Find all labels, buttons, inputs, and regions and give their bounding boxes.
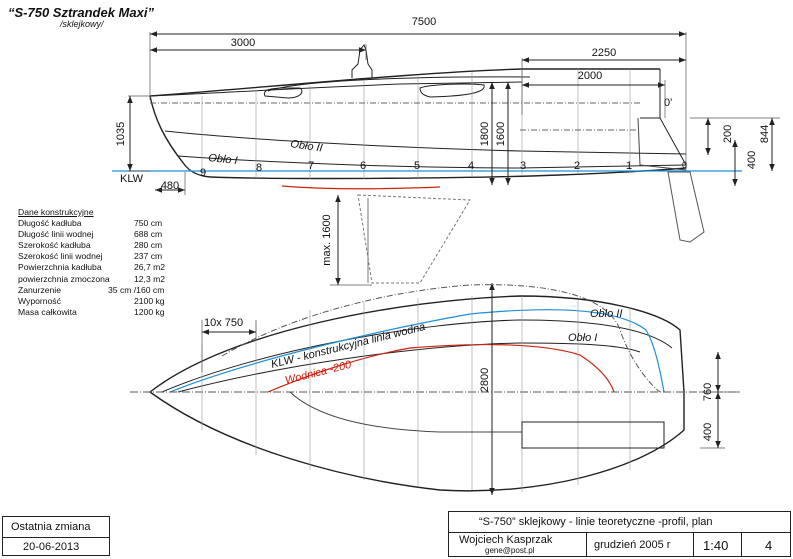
stem [149,95,211,178]
text-oblo1: Obło I [208,152,238,167]
text-plan-oblo2: Obło II [590,308,622,320]
station-number: 3 [520,160,526,172]
sheet-number: 4 [765,538,773,553]
profile-wodnica [281,185,441,190]
text-480: 480 [161,180,179,192]
station-number: 8 [256,162,262,174]
text-max-1600: max. 1600 [321,214,333,265]
drawing-title: “S-750 Sztrandek Maxi” [8,5,154,20]
portlight-2 [419,83,485,98]
text-plan-oblo1: Obło I [568,332,597,344]
plan-oblo1 [177,342,641,393]
transom-inner [637,117,687,171]
text-zero-prime: 0' [664,97,672,109]
text-400: 400 [746,151,758,169]
text-200: 200 [722,125,734,143]
plan-cabin-line [289,391,522,433]
plan-view [130,283,740,495]
text-1800: 1800 [479,122,491,146]
last-change-date: 20-06-2013 [23,541,80,553]
plan-dashdot-sheer [221,284,661,393]
text-760: 760 [702,383,714,401]
text-7500: 7500 [412,16,436,28]
last-change-box: Ostatnia zmiana 20-06-2013 [2,516,110,556]
centerboard-outline [357,194,471,284]
station-number: 9 [200,167,206,179]
text-2000: 2000 [578,70,602,82]
text-844: 844 [759,125,771,143]
sheer-line [149,68,660,97]
title-block: “S-750” sklejkowy - linie teoretyczne -p… [448,511,791,557]
author-name: Wojciech Kasprzak [459,534,553,546]
portlight-1 [263,87,303,99]
drawing-title-text: “S-750” sklejkowy - linie teoretyczne -p… [479,516,713,528]
plan-station-lines [201,296,631,492]
text-plan-400: 400 [702,423,714,441]
transom [640,117,687,168]
station-number: 6 [360,160,366,172]
station-number: 5 [414,160,420,172]
text-3000: 3000 [231,37,255,49]
plan-oblo2 [161,319,673,393]
chine-oblo1 [177,155,687,169]
mast-step [351,44,373,78]
drawing-subtitle: /sklejkowy/ [60,19,104,29]
last-change-label: Ostatnia zmiana [11,521,91,533]
station-number: 2 [574,160,580,172]
design-data-heading: Dane konstrukcyjne [18,207,94,217]
station-number: 1 [626,160,632,172]
text-2800: 2800 [479,368,491,392]
plan-texts: 10x 750 2800 760 400 KLW - konstrukcyjna… [204,308,714,441]
author-email: gene@post.pl [485,546,535,555]
text-2250: 2250 [592,47,616,59]
plan-wodnica-line [267,343,615,393]
drawing-scale: 1:40 [703,538,729,553]
plan-deck-outline-bottom [149,391,685,492]
profile-dim-texts: 7500 3000 2250 2000 1035 1800 1600 200 8… [115,16,771,266]
text-1035: 1035 [115,122,127,146]
chine-oblo2 [164,130,687,155]
station-numbers: 1 2 3 4 5 6 7 8 9 [200,160,632,179]
cockpit-outline [521,421,665,449]
cabin-top [267,76,531,92]
profile-view [112,31,780,286]
station-number: 7 [308,160,314,172]
text-klw: KLW [120,173,144,185]
drawing-date: grudzień 2005 r [594,539,671,551]
text-zero: 0 [682,160,687,170]
plan-klw-line [169,309,665,393]
keel-line [209,167,687,180]
station-number: 4 [468,160,474,172]
text-oblo2: Obło II [290,138,324,154]
text-10x750: 10x 750 [204,317,243,329]
text-1600: 1600 [495,122,507,146]
rudder-outline [667,171,705,243]
